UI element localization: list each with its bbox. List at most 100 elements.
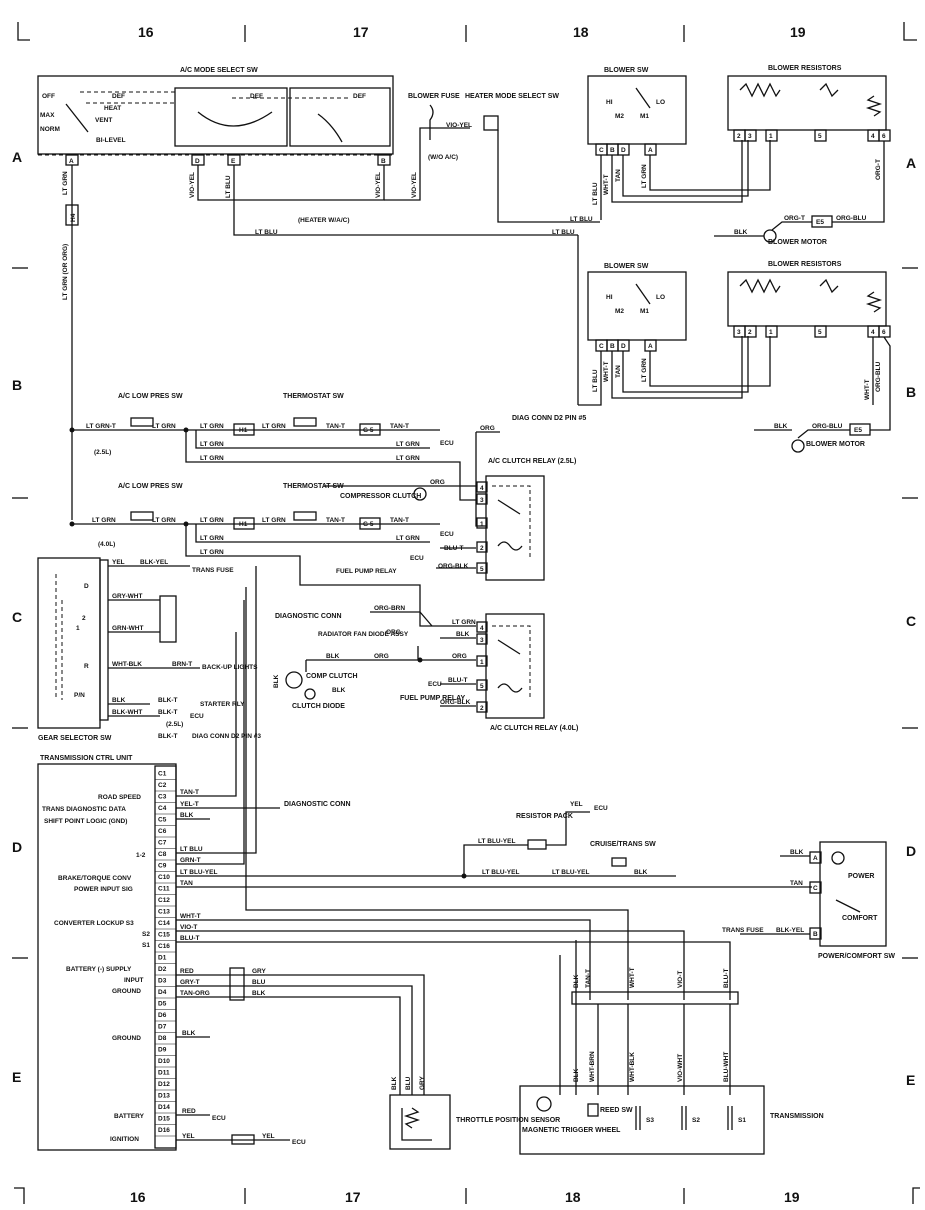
svg-text:BLK: BLK bbox=[573, 974, 580, 988]
svg-text:H1: H1 bbox=[239, 427, 248, 434]
svg-text:BLOWER MOTOR: BLOWER MOTOR bbox=[806, 441, 865, 448]
svg-text:LT BLU: LT BLU bbox=[592, 182, 599, 205]
transmission-ctrl-unit: TRANSMISSION CTRL UNIT bbox=[37, 755, 177, 1151]
svg-text:LT GRN: LT GRN bbox=[641, 358, 648, 382]
svg-text:GRY: GRY bbox=[252, 968, 267, 975]
svg-text:2: 2 bbox=[480, 545, 484, 552]
svg-text:ECU: ECU bbox=[440, 440, 454, 447]
tcu-pin: D6 bbox=[158, 1012, 167, 1019]
svg-text:VIO-T: VIO-T bbox=[180, 924, 197, 931]
svg-text:R: R bbox=[84, 663, 89, 670]
svg-text:1: 1 bbox=[76, 625, 80, 632]
svg-text:RESISTOR PACK: RESISTOR PACK bbox=[516, 813, 573, 820]
svg-text:HEAT: HEAT bbox=[104, 105, 121, 112]
tcu-pin: C9 bbox=[158, 862, 167, 869]
ac-clutch-relay-25l: A/C CLUTCH RELAY (2.5L) 4 3 1 2 5 COMPRE… bbox=[324, 458, 576, 581]
svg-text:LT GRN: LT GRN bbox=[200, 549, 224, 556]
svg-text:C: C bbox=[599, 147, 604, 154]
svg-text:VIO-YEL: VIO-YEL bbox=[375, 172, 382, 198]
svg-text:OFF: OFF bbox=[42, 93, 55, 100]
svg-text:BLU-T: BLU-T bbox=[180, 935, 200, 942]
svg-text:D: D bbox=[84, 583, 89, 590]
tcu-pin: C11 bbox=[158, 885, 170, 892]
frame-marks bbox=[12, 22, 920, 1204]
svg-text:MAGNETIC TRIGGER WHEEL: MAGNETIC TRIGGER WHEEL bbox=[522, 1127, 621, 1134]
svg-text:BLK: BLK bbox=[456, 631, 470, 638]
svg-text:YEL: YEL bbox=[570, 801, 583, 808]
svg-text:G 5: G 5 bbox=[363, 427, 374, 434]
svg-text:LT GRN: LT GRN bbox=[396, 455, 420, 462]
svg-text:VIO-T: VIO-T bbox=[677, 971, 684, 988]
svg-text:ORG-BLU: ORG-BLU bbox=[812, 423, 843, 430]
tcu-pin: D8 bbox=[158, 1035, 167, 1042]
svg-text:RED: RED bbox=[182, 1108, 196, 1115]
svg-text:LT GRN: LT GRN bbox=[452, 619, 476, 626]
svg-text:GRY: GRY bbox=[419, 1075, 426, 1090]
svg-text:TRANS FUSE: TRANS FUSE bbox=[722, 927, 764, 934]
svg-text:BLK: BLK bbox=[252, 990, 266, 997]
svg-text:6: 6 bbox=[882, 133, 886, 140]
svg-text:A/C LOW PRES SW: A/C LOW PRES SW bbox=[118, 483, 183, 490]
grid-row-label: D bbox=[12, 839, 22, 855]
tcu-pin: C1 bbox=[158, 770, 167, 777]
svg-text:BLK-T: BLK-T bbox=[158, 697, 178, 704]
svg-text:LT BLU-YEL: LT BLU-YEL bbox=[552, 869, 589, 876]
svg-text:GRN-WHT: GRN-WHT bbox=[112, 625, 143, 632]
tcu-pin: D11 bbox=[158, 1069, 170, 1076]
svg-text:THERMOSTAT SW: THERMOSTAT SW bbox=[283, 483, 344, 490]
tcu-pin: D13 bbox=[158, 1092, 170, 1099]
svg-text:THROTTLE POSITION SENSOR: THROTTLE POSITION SENSOR bbox=[456, 1117, 560, 1124]
tcu-pin: D16 bbox=[158, 1127, 170, 1134]
gear-selector-switch: D 2 1 R P/N GEAR SELECTOR SW YEL BLK-YEL… bbox=[37, 557, 261, 742]
svg-text:POWER/COMFORT SW: POWER/COMFORT SW bbox=[818, 953, 895, 960]
svg-text:6: 6 bbox=[882, 329, 886, 336]
svg-text:WHT-T: WHT-T bbox=[603, 174, 610, 195]
svg-text:5: 5 bbox=[818, 133, 822, 140]
grid-row-label: C bbox=[12, 609, 22, 625]
svg-text:S1: S1 bbox=[738, 1117, 746, 1124]
tcu-pin: C5 bbox=[158, 816, 167, 823]
tcu-pin: D9 bbox=[158, 1046, 167, 1053]
grid-col-label: 18 bbox=[573, 24, 589, 40]
svg-text:CONVERTER LOCKUP S3: CONVERTER LOCKUP S3 bbox=[54, 920, 134, 927]
svg-text:BLK-WHT: BLK-WHT bbox=[112, 709, 142, 716]
svg-text:ORG-BLK: ORG-BLK bbox=[440, 699, 471, 706]
svg-text:WHT-BLK: WHT-BLK bbox=[629, 1052, 636, 1082]
svg-text:B: B bbox=[381, 158, 386, 165]
svg-text:LT GRN (OR ORG): LT GRN (OR ORG) bbox=[62, 244, 69, 300]
svg-text:POWER INPUT SIG: POWER INPUT SIG bbox=[74, 886, 133, 893]
svg-text:BLK: BLK bbox=[273, 674, 280, 688]
grid-col-label: 17 bbox=[353, 24, 369, 40]
svg-text:LT BLU: LT BLU bbox=[570, 216, 593, 223]
svg-text:WHT-T: WHT-T bbox=[864, 379, 871, 400]
svg-text:THERMOSTAT SW: THERMOSTAT SW bbox=[283, 393, 344, 400]
svg-text:TAN-T: TAN-T bbox=[390, 423, 409, 430]
svg-text:5: 5 bbox=[818, 329, 822, 336]
svg-text:C: C bbox=[599, 343, 604, 350]
grid-row-label: D bbox=[906, 843, 916, 859]
grid-col-label: 16 bbox=[138, 24, 154, 40]
svg-text:BLK: BLK bbox=[573, 1068, 580, 1082]
svg-text:LT GRN: LT GRN bbox=[152, 517, 176, 524]
svg-text:1: 1 bbox=[769, 133, 773, 140]
grid-row-label: E bbox=[906, 1072, 915, 1088]
svg-text:S3: S3 bbox=[646, 1117, 654, 1124]
tcu-pin: D15 bbox=[158, 1115, 170, 1122]
svg-text:M2: M2 bbox=[615, 113, 624, 120]
svg-text:LT GRN: LT GRN bbox=[641, 164, 648, 188]
tcu-pin: C15 bbox=[158, 931, 170, 938]
svg-text:DEF: DEF bbox=[112, 93, 125, 100]
grid-col-label: 19 bbox=[790, 24, 806, 40]
svg-text:GRN-T: GRN-T bbox=[180, 857, 201, 864]
svg-text:ORG-BRN: ORG-BRN bbox=[374, 605, 405, 612]
svg-text:4: 4 bbox=[871, 329, 875, 336]
svg-text:COMP CLUTCH: COMP CLUTCH bbox=[306, 673, 358, 680]
svg-text:NORM: NORM bbox=[40, 126, 60, 133]
svg-text:BLK-T: BLK-T bbox=[158, 709, 178, 716]
tcu-pin: D7 bbox=[158, 1023, 167, 1030]
svg-text:BLK-T: BLK-T bbox=[158, 733, 178, 740]
svg-text:A/C LOW PRES SW: A/C LOW PRES SW bbox=[118, 393, 183, 400]
svg-text:(4.0L): (4.0L) bbox=[98, 541, 115, 548]
tcu-pin: D14 bbox=[158, 1104, 170, 1111]
